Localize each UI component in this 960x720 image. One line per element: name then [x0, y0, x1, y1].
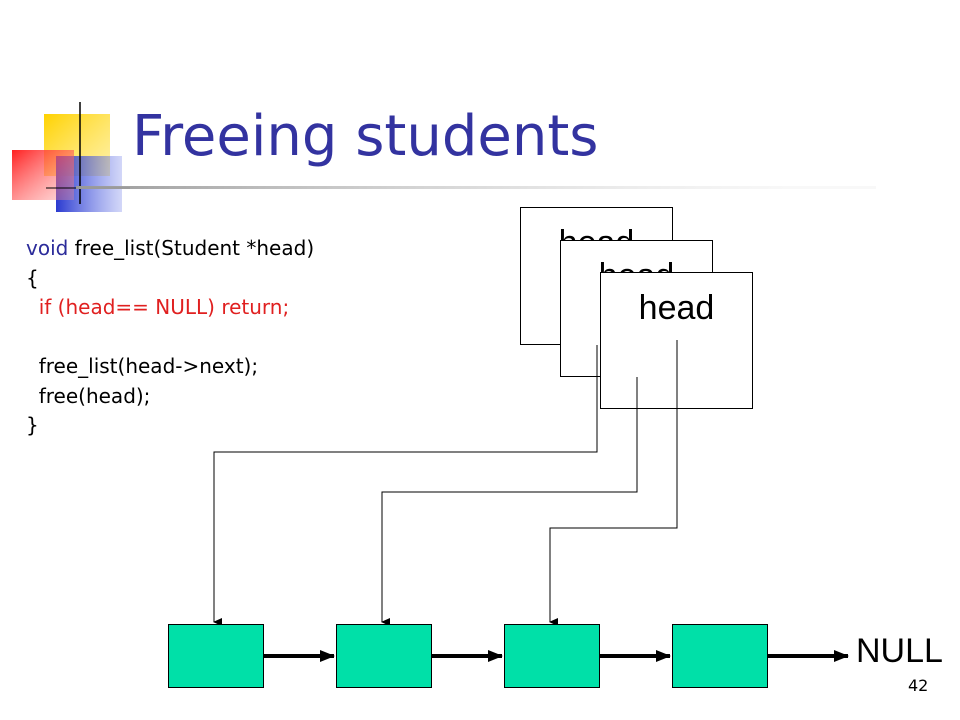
- code-text: free_list(Student *head): [68, 236, 315, 260]
- frame-label: head: [638, 289, 715, 327]
- code-line: }: [26, 413, 39, 437]
- list-node: [168, 624, 264, 688]
- page-number: 42: [908, 676, 929, 695]
- list-node: [672, 624, 768, 688]
- corner-decoration: [12, 102, 130, 212]
- code-line: free(head);: [26, 383, 151, 408]
- code-keyword: void: [26, 236, 69, 260]
- code-line-highlighted: if (head== NULL) return;: [26, 295, 290, 319]
- code-block: void free_list(Student *head){ if (head=…: [26, 234, 314, 441]
- code-line: free_list(head->next);: [26, 354, 259, 378]
- code-line: {: [26, 265, 39, 290]
- head-pointer-line: [381, 377, 638, 626]
- code-line: void free_list(Student *head): [26, 234, 314, 264]
- title-underline: [76, 186, 876, 189]
- list-node: [336, 624, 432, 688]
- list-node: [504, 624, 600, 688]
- slide-title: Freeing students: [132, 104, 599, 169]
- head-pointer-line: [213, 345, 598, 626]
- null-label: NULL: [856, 632, 943, 670]
- head-pointer-line: [549, 340, 678, 626]
